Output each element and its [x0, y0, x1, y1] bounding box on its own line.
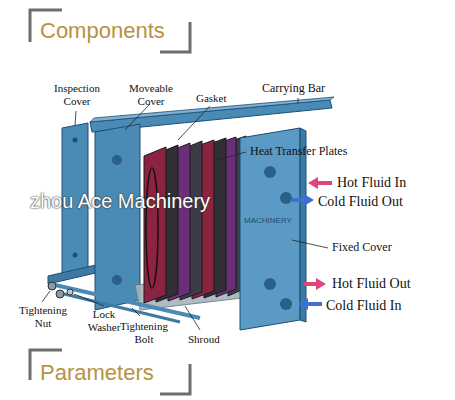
- part-label: Inspection Cover: [48, 82, 106, 107]
- heat-transfer-plates: [144, 136, 246, 303]
- section-heading: Components: [40, 18, 165, 43]
- watermark: MACHINERY: [244, 216, 292, 225]
- flow-label: Cold Fluid In: [326, 298, 401, 314]
- leader-lines: [42, 98, 328, 330]
- watermark: zhou Ace Machinery: [30, 190, 210, 213]
- part-label: Tightening Bolt: [116, 320, 172, 345]
- section-heading: Parameters: [40, 360, 154, 385]
- bracket-corner: [160, 364, 190, 394]
- flow-label: Hot Fluid Out: [332, 276, 411, 292]
- fixed-cover: [240, 128, 306, 330]
- part-label: Heat Transfer Plates: [250, 145, 347, 159]
- part-label: Tightening Nut: [14, 304, 72, 329]
- tightening-bolts: [48, 282, 200, 322]
- flow-label: Cold Fluid Out: [318, 194, 403, 210]
- part-label: Shroud: [188, 333, 220, 346]
- part-label: Carrying Bar: [262, 82, 325, 96]
- part-label: Gasket: [196, 92, 227, 105]
- moveable-cover: [95, 124, 140, 310]
- part-label: Moveable Cover: [122, 82, 180, 107]
- flow-label: Hot Fluid In: [337, 175, 406, 191]
- part-label: Fixed Cover: [332, 241, 392, 255]
